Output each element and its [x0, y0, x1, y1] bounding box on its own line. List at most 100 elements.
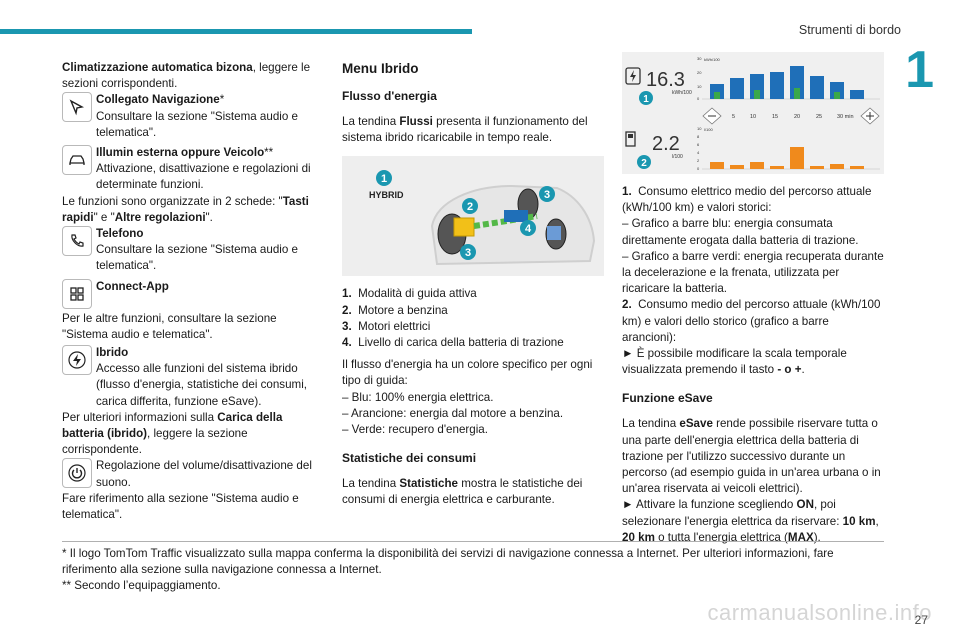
svg-text:25: 25 — [816, 114, 822, 120]
list-item: 4. Livello di carica della batteria di t… — [342, 336, 564, 350]
light-title: Illumin esterna oppure Veicolo — [96, 146, 265, 160]
badge-3a — [539, 186, 555, 203]
scale-minus-button[interactable] — [702, 107, 722, 125]
watermark: carmanualsonline.info — [707, 600, 932, 625]
badge-2-label: 2 — [467, 201, 473, 213]
column-1: Climatizzazione automatica bizona, legge… — [62, 60, 324, 523]
volume-entry: Regolazione del volume/disattivazione de… — [62, 458, 324, 490]
footnotes: * Il logo TomTom Traffic visualizzato su… — [62, 541, 884, 594]
footnote-2: ** Secondo l’equipaggiamento. — [62, 579, 221, 592]
connect-title-line: Connect-App — [62, 279, 324, 311]
fuel-pump-icon — [625, 131, 636, 147]
battery-bold: Carica della batteria (ibrido) — [62, 410, 283, 441]
phone-title: Telefono — [96, 227, 144, 241]
hybrid-mode-label: HYBRID — [369, 190, 404, 200]
rear-motor — [547, 226, 561, 241]
energy-flow-heading: Flusso d'energia — [342, 89, 437, 103]
connect-title: Connect-App — [96, 279, 169, 293]
tabs-paragraph: Le funzioni sono organizzate in 2 schede… — [62, 194, 324, 226]
esave-activation: ► Attivare la funzione scegliendo ON, po… — [622, 498, 879, 544]
item-1-dash-1: – Grafico a barre blu: energia consumata… — [622, 217, 859, 247]
hybrid-entry: Ibrido Accesso alle funzioni del sistema… — [62, 345, 324, 410]
tabs-bold-b: Altre regolazioni — [114, 210, 206, 224]
light-star: ** — [264, 146, 274, 160]
badge-3b-label: 3 — [465, 247, 471, 259]
svg-text:10: 10 — [697, 84, 702, 89]
list-item: 1. Modalità di guida attiva — [342, 287, 477, 301]
svg-text:4: 4 — [697, 150, 700, 155]
orange-bars — [710, 147, 864, 169]
svg-text:10: 10 — [697, 126, 702, 131]
flow-paragraph: La tendina Flussi presenta il funzioname… — [342, 114, 604, 146]
column-3: 16.3 kWh/100 1 2.2 l/100 2 kWh/100 30 20… — [622, 52, 884, 546]
item-1-dash-2: – Grafico a barre verdi: energia recuper… — [622, 249, 884, 296]
lightning-icon — [62, 345, 92, 376]
blue-bars — [710, 66, 864, 99]
badge-1 — [376, 170, 392, 187]
consumption-stats-display: 16.3 kWh/100 1 2.2 l/100 2 kWh/100 30 20… — [625, 56, 880, 171]
svg-text:5: 5 — [732, 114, 735, 120]
svg-text:0: 0 — [697, 166, 700, 171]
stats-bold: Statistiche — [399, 477, 459, 491]
flow-bold: Flussi — [399, 115, 433, 128]
svg-text:2: 2 — [697, 158, 700, 163]
nav-title-line: Collegato Navigazione* — [62, 92, 324, 108]
badge-2 — [462, 198, 478, 215]
esave-heading: Funzione eSave — [622, 391, 713, 406]
scale-plus-button[interactable] — [860, 107, 880, 125]
elec-icon — [625, 67, 641, 85]
apps-grid-icon — [62, 278, 92, 309]
hybrid-title: Ibrido — [96, 346, 129, 360]
svg-text:0: 0 — [697, 96, 700, 101]
svg-text:10: 10 — [750, 114, 756, 120]
badge-1 — [639, 91, 653, 105]
phone-text: Consultare la sezione "Sistema audio e t… — [96, 243, 298, 273]
section-title: Strumenti di bordo — [798, 23, 901, 37]
phone-icon — [62, 226, 92, 257]
svg-text:20: 20 — [697, 70, 702, 75]
bottom-unit: l/100 — [704, 127, 713, 132]
nav-entry: Collegato Navigazione* Consultare la sez… — [62, 92, 324, 141]
list-item: – Arancione: energia dal motore a benzin… — [342, 406, 564, 420]
battery-text-a: Per ulteriori informazioni sulla — [62, 410, 218, 424]
page-number: 27 — [914, 613, 928, 627]
item-2: 2. Consumo medio del percorso attuale (k… — [622, 298, 881, 344]
chapter-number: 1 — [905, 41, 934, 99]
nav-star: * — [219, 93, 225, 107]
light-entry: Illumin esterna oppure Veicolo** Attivaz… — [62, 145, 324, 194]
badge-3a-label: 3 — [544, 189, 550, 201]
list-item: 2. Motore a benzina — [342, 303, 448, 317]
volume-ref: Fare riferimento alla sezione "Sistema a… — [62, 491, 299, 522]
elec-value: 16.3 — [646, 69, 685, 91]
badge-1-label: 1 — [381, 173, 387, 185]
esave-paragraph: La tendina eSave rende possibile riserva… — [622, 417, 881, 496]
phone-entry: Telefono Consultare la sezione "Sistema … — [62, 226, 324, 275]
nav-title: Collegato Navigazione — [96, 93, 220, 107]
svg-text:20: 20 — [794, 114, 800, 120]
svg-text:8: 8 — [697, 134, 700, 139]
elec-unit: kWh/100 — [672, 90, 692, 96]
phone-title-line: Telefono — [62, 226, 324, 242]
header-accent-bar — [0, 29, 472, 34]
connect-entry: Connect-App — [62, 278, 324, 311]
badge-2 — [637, 155, 651, 169]
stats-heading: Statistiche dei consumi — [342, 451, 477, 466]
hybrid-title-line: Ibrido — [62, 345, 324, 361]
badge-4 — [520, 220, 536, 237]
footnote-1: * Il logo TomTom Traffic visualizzato su… — [62, 547, 834, 576]
climate-paragraph: Climatizzazione automatica bizona, legge… — [62, 60, 324, 92]
hybrid-text: Accesso alle funzioni del sistema ibrido… — [96, 362, 308, 408]
battery-text-b: , leggere la sezione corrispondente. — [62, 427, 248, 457]
tabs-text-a: Le funzioni sono organizzate in 2 schede… — [62, 194, 283, 208]
power-knob-icon — [62, 458, 92, 489]
fuel-value: 2.2 — [652, 133, 680, 155]
stats-text-b: mostra le statistiche dei consumi di ene… — [342, 477, 583, 507]
flow-green — [473, 213, 538, 230]
green-bars — [714, 88, 840, 99]
stats-text-a: La tendina — [342, 477, 400, 491]
flow-text-a: La tendina — [342, 115, 400, 128]
battery-pack — [504, 210, 528, 223]
connect-text: Per le altre funzioni, consultare la sez… — [62, 311, 277, 341]
navigation-arrow-icon — [62, 92, 92, 123]
petrol-engine — [453, 217, 475, 237]
